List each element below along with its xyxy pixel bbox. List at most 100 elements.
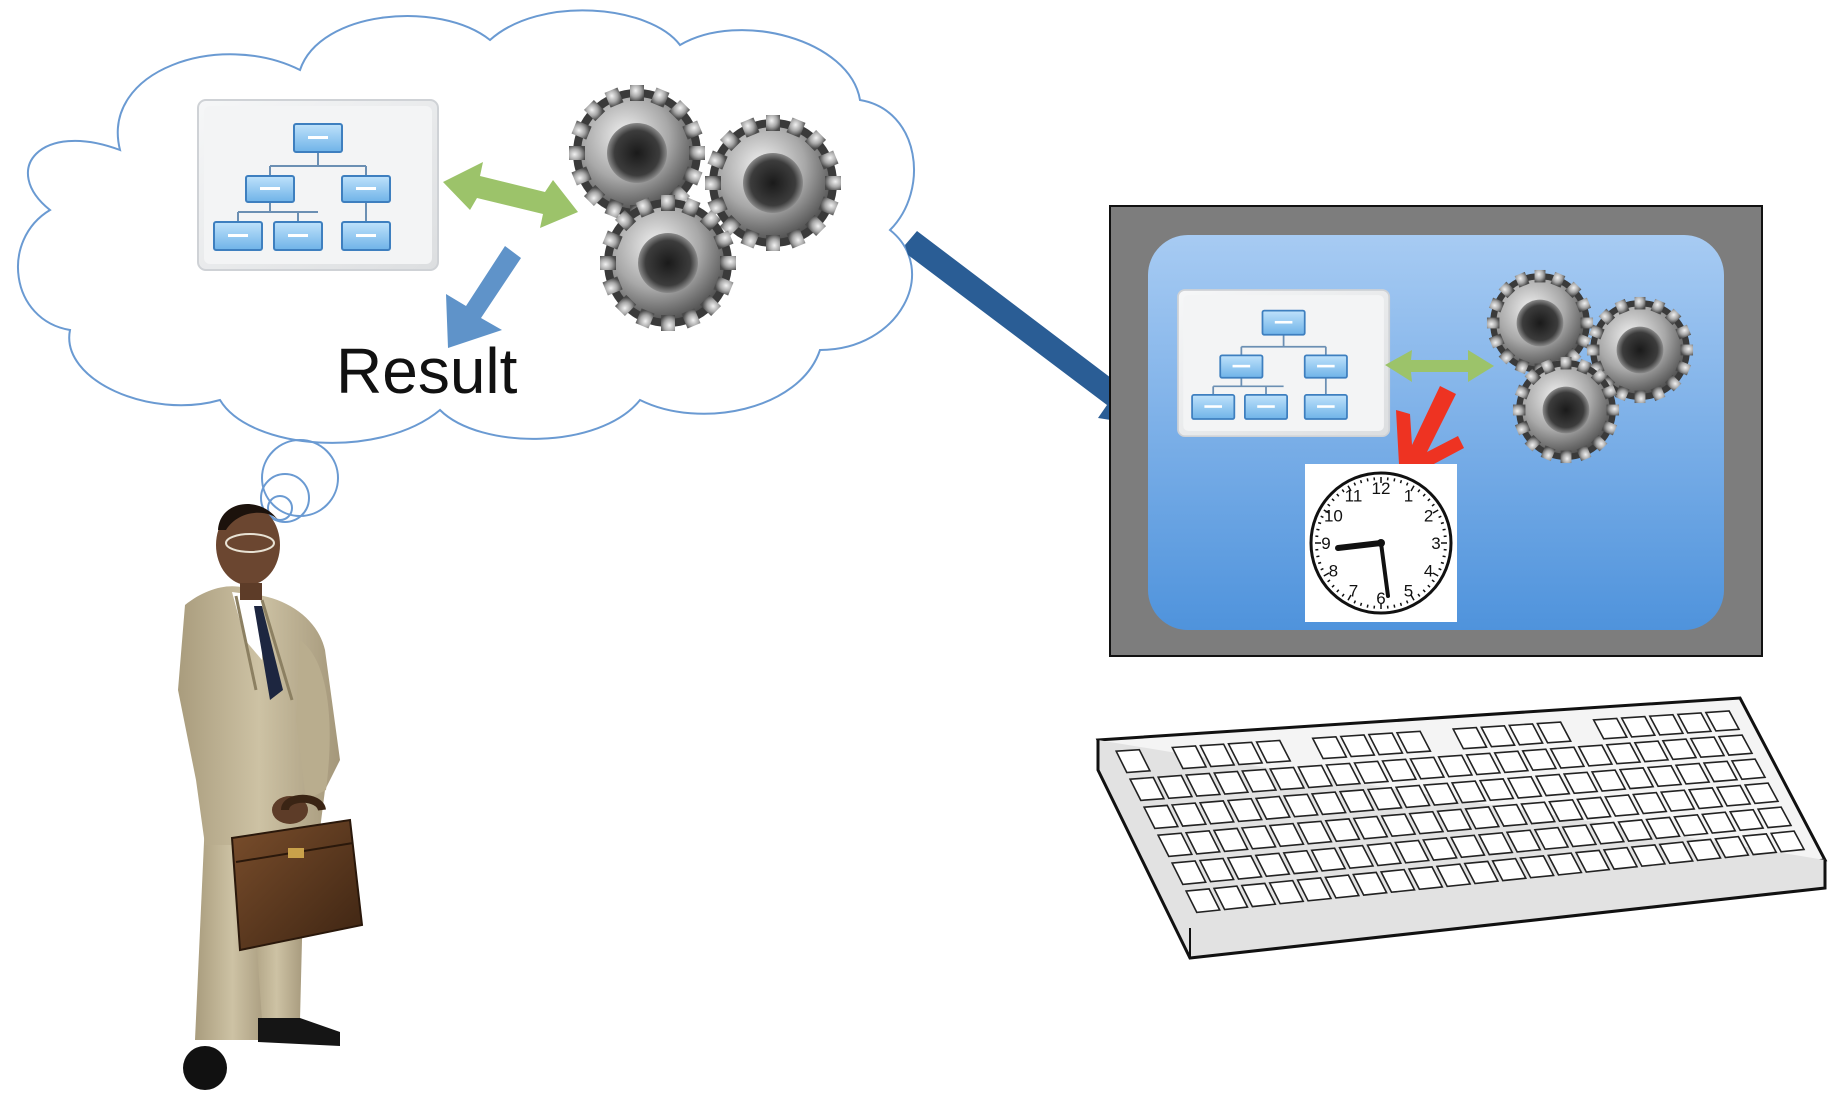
clock-tick	[1422, 589, 1426, 593]
keyboard-key	[1339, 734, 1376, 758]
gear-icon	[1486, 269, 1594, 377]
keyboard-key	[1562, 771, 1599, 795]
keyboard-key	[1617, 819, 1653, 842]
keyboard-key	[1282, 793, 1319, 818]
keyboard-key	[1380, 813, 1417, 838]
keyboard-key	[1577, 744, 1614, 767]
keyboard-key	[1730, 758, 1767, 781]
keyboard-key	[1534, 773, 1571, 797]
keyboard-key	[1674, 762, 1711, 785]
keyboard-key	[1156, 832, 1194, 858]
clock-tick	[1317, 561, 1322, 565]
clock-numeral: 9	[1321, 534, 1330, 553]
keyboard-key	[1394, 784, 1431, 809]
clock-numeral: 10	[1324, 507, 1343, 526]
clock-tick	[1431, 579, 1435, 583]
keyboard-key	[1548, 798, 1584, 822]
keyboard-key	[1505, 829, 1542, 853]
clock-tick	[1323, 572, 1330, 577]
keyboard-key	[1240, 825, 1277, 850]
keyboard-key	[1478, 778, 1515, 802]
keyboard-key	[1519, 855, 1555, 879]
keyboard-key	[1659, 789, 1696, 812]
clock-tick	[1399, 479, 1403, 484]
keyboard-key	[1743, 782, 1780, 805]
keyboard-key	[1536, 721, 1572, 744]
clock-numeral: 7	[1349, 582, 1358, 601]
keyboard-key	[1171, 745, 1208, 770]
keyboard-key	[1520, 801, 1556, 825]
gear-icon	[569, 85, 705, 221]
keyboard-key	[1422, 837, 1458, 861]
keyboard-key	[1296, 877, 1333, 902]
clock-tick	[1316, 528, 1320, 531]
clock-tick	[1440, 561, 1445, 565]
keyboard-key	[1689, 736, 1726, 759]
clock-tick	[1336, 493, 1340, 497]
keyboard-key	[1632, 791, 1668, 815]
clock-tick	[1353, 482, 1357, 486]
keyboard-key	[1395, 730, 1432, 754]
keyboard-key	[1605, 742, 1642, 765]
keyboard-key	[1437, 754, 1474, 778]
clock-tick	[1353, 600, 1357, 604]
gear-icon	[1586, 296, 1694, 404]
keyboard-key	[1769, 830, 1806, 853]
keyboard-key	[1184, 888, 1221, 914]
gear-icon	[600, 195, 736, 331]
keyboard-key	[1198, 800, 1235, 825]
keyboard-key	[1477, 831, 1514, 856]
keyboard-key	[1268, 822, 1305, 848]
keyboard-key	[1352, 871, 1388, 896]
clock-tick	[1405, 600, 1409, 604]
clock-numeral: 11	[1345, 486, 1363, 505]
keyboard-key	[1756, 806, 1793, 829]
keyboard-key	[1465, 752, 1502, 776]
clock-tick	[1399, 602, 1403, 607]
keyboard-key	[1508, 723, 1544, 746]
clock-tick	[1393, 478, 1396, 482]
keyboard-key	[1184, 772, 1222, 797]
keyboard-key	[1604, 794, 1640, 817]
keyboard-key	[1646, 764, 1683, 788]
clock-tick	[1442, 555, 1446, 558]
keyboard-key	[1282, 849, 1319, 875]
keyboard-key	[1227, 741, 1264, 766]
keyboard-key	[1241, 768, 1278, 793]
gears-icon	[1486, 269, 1694, 464]
clock-numeral: 8	[1329, 562, 1338, 581]
clock-tick	[1359, 602, 1363, 607]
clock-tick	[1422, 493, 1426, 497]
keyboard-key	[1717, 734, 1754, 756]
keyboard-key	[1702, 760, 1739, 783]
keyboard-key	[1450, 780, 1487, 804]
clock-tick	[1336, 589, 1340, 593]
keyboard-key	[1297, 764, 1334, 789]
keyboard-key	[1212, 885, 1249, 911]
result-arrow-icon	[446, 246, 521, 348]
keyboard-key	[1618, 767, 1655, 790]
keyboard-key	[1491, 857, 1528, 882]
keyboard-key	[1574, 849, 1611, 873]
thought-cloud	[17, 9, 915, 523]
keyboard-key	[1367, 732, 1404, 756]
keyboard-key	[1547, 852, 1583, 876]
clock-tick	[1331, 584, 1335, 588]
keyboard-key	[1561, 824, 1598, 848]
keyboard-key	[1128, 776, 1166, 802]
keyboard-key	[1199, 743, 1236, 768]
keyboard-key	[1366, 842, 1403, 867]
connector-arrow-icon	[905, 231, 1162, 428]
clock-tick	[1432, 572, 1439, 577]
keyboard-key	[1240, 882, 1277, 908]
keyboard-key	[1463, 860, 1500, 885]
clock-tick	[1341, 593, 1345, 597]
keyboard-key	[1673, 813, 1709, 837]
keyboard-key	[1676, 712, 1713, 734]
clock-tick	[1427, 498, 1431, 502]
keyboard-key	[1114, 748, 1152, 774]
briefcase-icon	[230, 794, 364, 952]
keyboard-key	[1686, 838, 1722, 862]
keyboard-key	[1324, 818, 1361, 843]
keyboard-key	[1226, 797, 1263, 823]
